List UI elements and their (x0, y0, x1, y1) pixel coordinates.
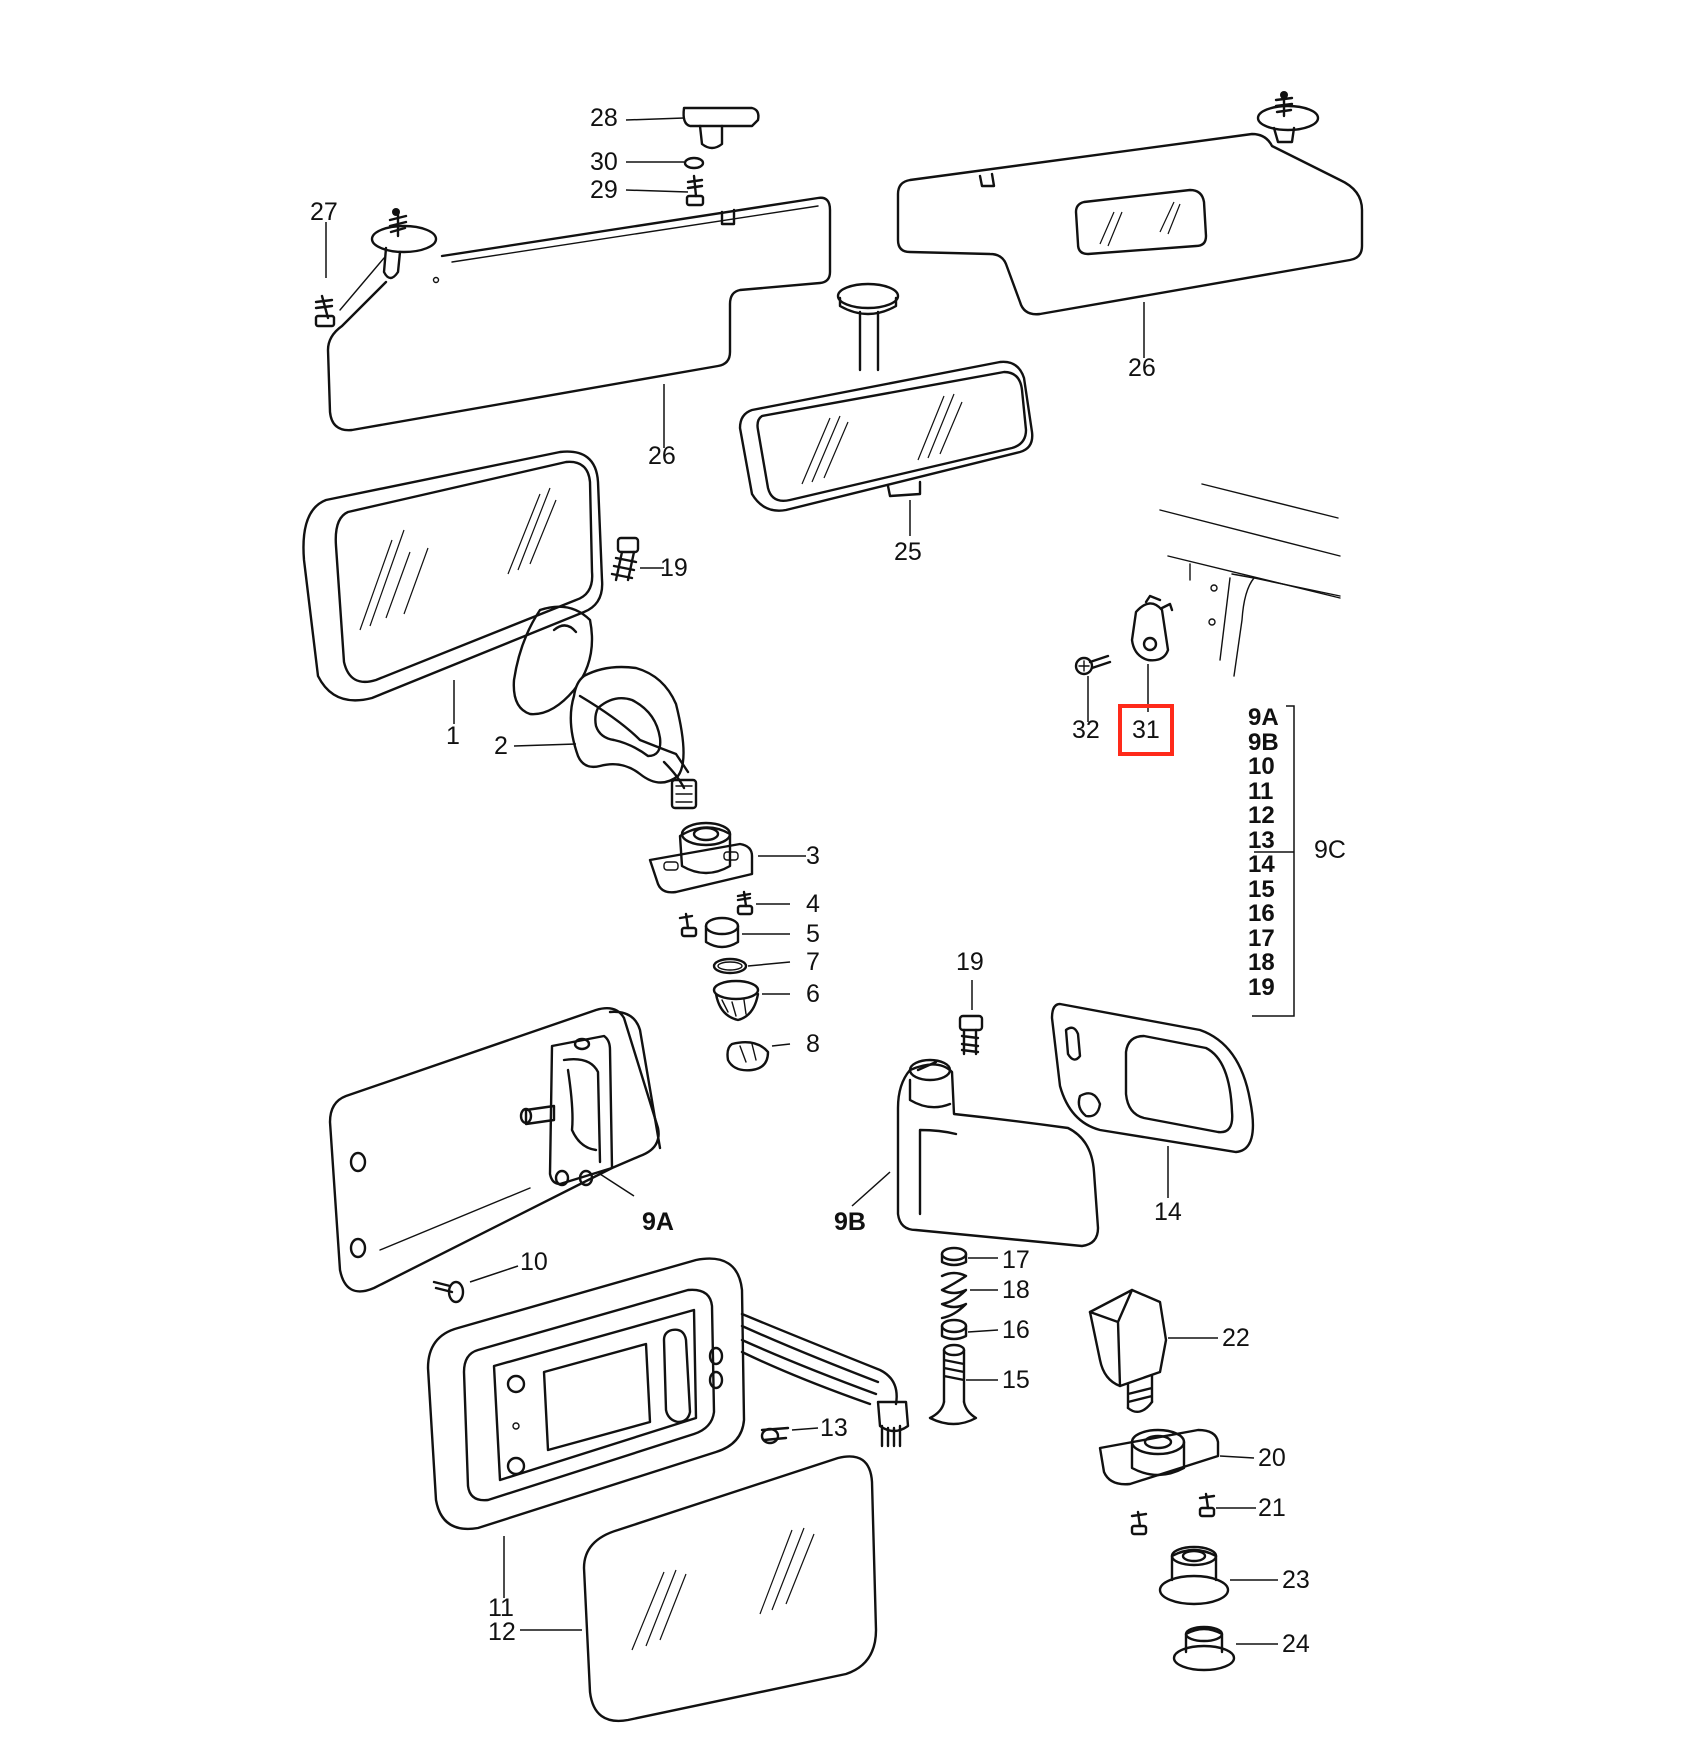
callout-23[interactable]: 23 (1282, 1566, 1310, 1594)
callout-13[interactable]: 13 (820, 1414, 848, 1442)
callout-29[interactable]: 29 (590, 176, 618, 204)
gasket-14 (1050, 1002, 1255, 1154)
mirror-housing-9A (328, 1007, 662, 1293)
callout-10[interactable]: 10 (520, 1248, 548, 1276)
callout-30[interactable]: 30 (590, 148, 618, 176)
callout-8[interactable]: 8 (806, 1030, 820, 1058)
interior-mirror-25 (738, 282, 1034, 512)
callout-9A[interactable]: 9A (642, 1208, 674, 1236)
group-9C-item[interactable]: 12 (1248, 802, 1275, 829)
group-9C-item[interactable]: 15 (1248, 875, 1275, 903)
callout-7[interactable]: 7 (806, 948, 820, 976)
visor-clip-28 (682, 106, 760, 150)
callout-9B[interactable]: 9B (834, 1208, 866, 1236)
callout-20[interactable]: 20 (1258, 1444, 1286, 1472)
screw-21 (1198, 1492, 1216, 1518)
screw-13 (760, 1426, 790, 1445)
callout-32[interactable]: 32 (1072, 716, 1100, 744)
cap-24 (1172, 1625, 1236, 1672)
nut-23 (1158, 1545, 1230, 1606)
screw-32 (1074, 654, 1112, 676)
screw-21b (1130, 1510, 1148, 1536)
callout-22[interactable]: 22 (1222, 1324, 1250, 1352)
callout-12[interactable]: 12 (488, 1618, 516, 1646)
door-frame (1159, 483, 1341, 677)
group-9C-item[interactable]: 13 (1248, 826, 1275, 854)
group-9C-item[interactable]: 14 (1248, 851, 1275, 878)
callout-24[interactable]: 24 (1282, 1630, 1310, 1658)
callout-1[interactable]: 1 (446, 722, 460, 750)
leader-lines (325, 117, 1295, 1645)
screw-4 (736, 890, 754, 916)
screw-19-top (610, 536, 640, 582)
callout-17[interactable]: 17 (1002, 1246, 1030, 1274)
spring-18 (940, 1271, 968, 1320)
group-9C-item[interactable]: 18 (1248, 949, 1275, 976)
ring-7 (712, 957, 748, 975)
mounting-plate-20 (1098, 1428, 1220, 1486)
group-9C-item[interactable]: 16 (1248, 900, 1275, 927)
door-clip-31 (1130, 594, 1174, 662)
nut-5 (704, 916, 740, 949)
callout-31[interactable]: 31 (1132, 716, 1160, 744)
callout-19-top[interactable]: 19 (660, 554, 688, 582)
screw-10 (432, 1280, 465, 1304)
sun-visor-right (896, 132, 1364, 316)
screw-29 (685, 174, 705, 207)
callout-21[interactable]: 21 (1258, 1494, 1286, 1522)
callout-9C[interactable]: 9C (1314, 836, 1346, 864)
visor-pivot-mount-right (1256, 91, 1320, 144)
callout-2[interactable]: 2 (494, 732, 508, 760)
callout-18[interactable]: 18 (1002, 1276, 1030, 1304)
group-9C-item[interactable]: 11 (1248, 777, 1274, 805)
visor-pivot-mount-left (339, 208, 438, 311)
callout-25[interactable]: 25 (894, 538, 922, 566)
group-9C-item[interactable]: 17 (1248, 924, 1275, 952)
base-plate-3 (648, 821, 754, 894)
callout-15[interactable]: 15 (1002, 1366, 1030, 1394)
cap-8 (726, 1041, 770, 1072)
callout-6[interactable]: 6 (806, 980, 820, 1008)
sun-visor-left (326, 196, 832, 432)
callout-27[interactable]: 27 (310, 198, 338, 226)
bushing-6 (712, 979, 760, 1022)
group-9C-item[interactable]: 19 (1248, 973, 1275, 1001)
group-9C-list: 9A 9B 10 11 12 13 14 15 16 17 18 19 (1248, 704, 1279, 1001)
callout-4[interactable]: 4 (806, 890, 820, 918)
callout-16[interactable]: 16 (1002, 1316, 1030, 1344)
bolt-15 (928, 1343, 978, 1426)
group-9C-item[interactable]: 9B (1248, 728, 1279, 756)
callout-14[interactable]: 14 (1154, 1198, 1182, 1226)
outside-mirror-1 (302, 450, 604, 716)
screw-27 (314, 294, 336, 328)
callout-5[interactable]: 5 (806, 920, 820, 948)
mirror-gasket-2 (569, 665, 698, 810)
adjuster-knob-22 (1088, 1288, 1168, 1414)
callout-26-left[interactable]: 26 (648, 442, 676, 470)
callout-19-bottom[interactable]: 19 (956, 948, 984, 976)
callout-3[interactable]: 3 (806, 842, 820, 870)
callout-26-right[interactable]: 26 (1128, 354, 1156, 382)
mirror-body-11 (426, 1257, 910, 1531)
mirror-glass-12 (582, 1455, 878, 1723)
washer-30 (683, 156, 705, 170)
group-9C-item[interactable]: 10 (1248, 753, 1275, 780)
screw-19-bottom (958, 1014, 984, 1056)
screw-4b (678, 912, 698, 938)
mirror-arm-9B (896, 1058, 1100, 1248)
highlight-box-31 (1118, 704, 1174, 756)
group-9C-item[interactable]: 9A (1248, 704, 1279, 731)
callout-28[interactable]: 28 (590, 104, 618, 132)
callout-11[interactable]: 11 (488, 1594, 514, 1622)
washer-17 (940, 1246, 968, 1267)
nut-16 (940, 1318, 968, 1341)
